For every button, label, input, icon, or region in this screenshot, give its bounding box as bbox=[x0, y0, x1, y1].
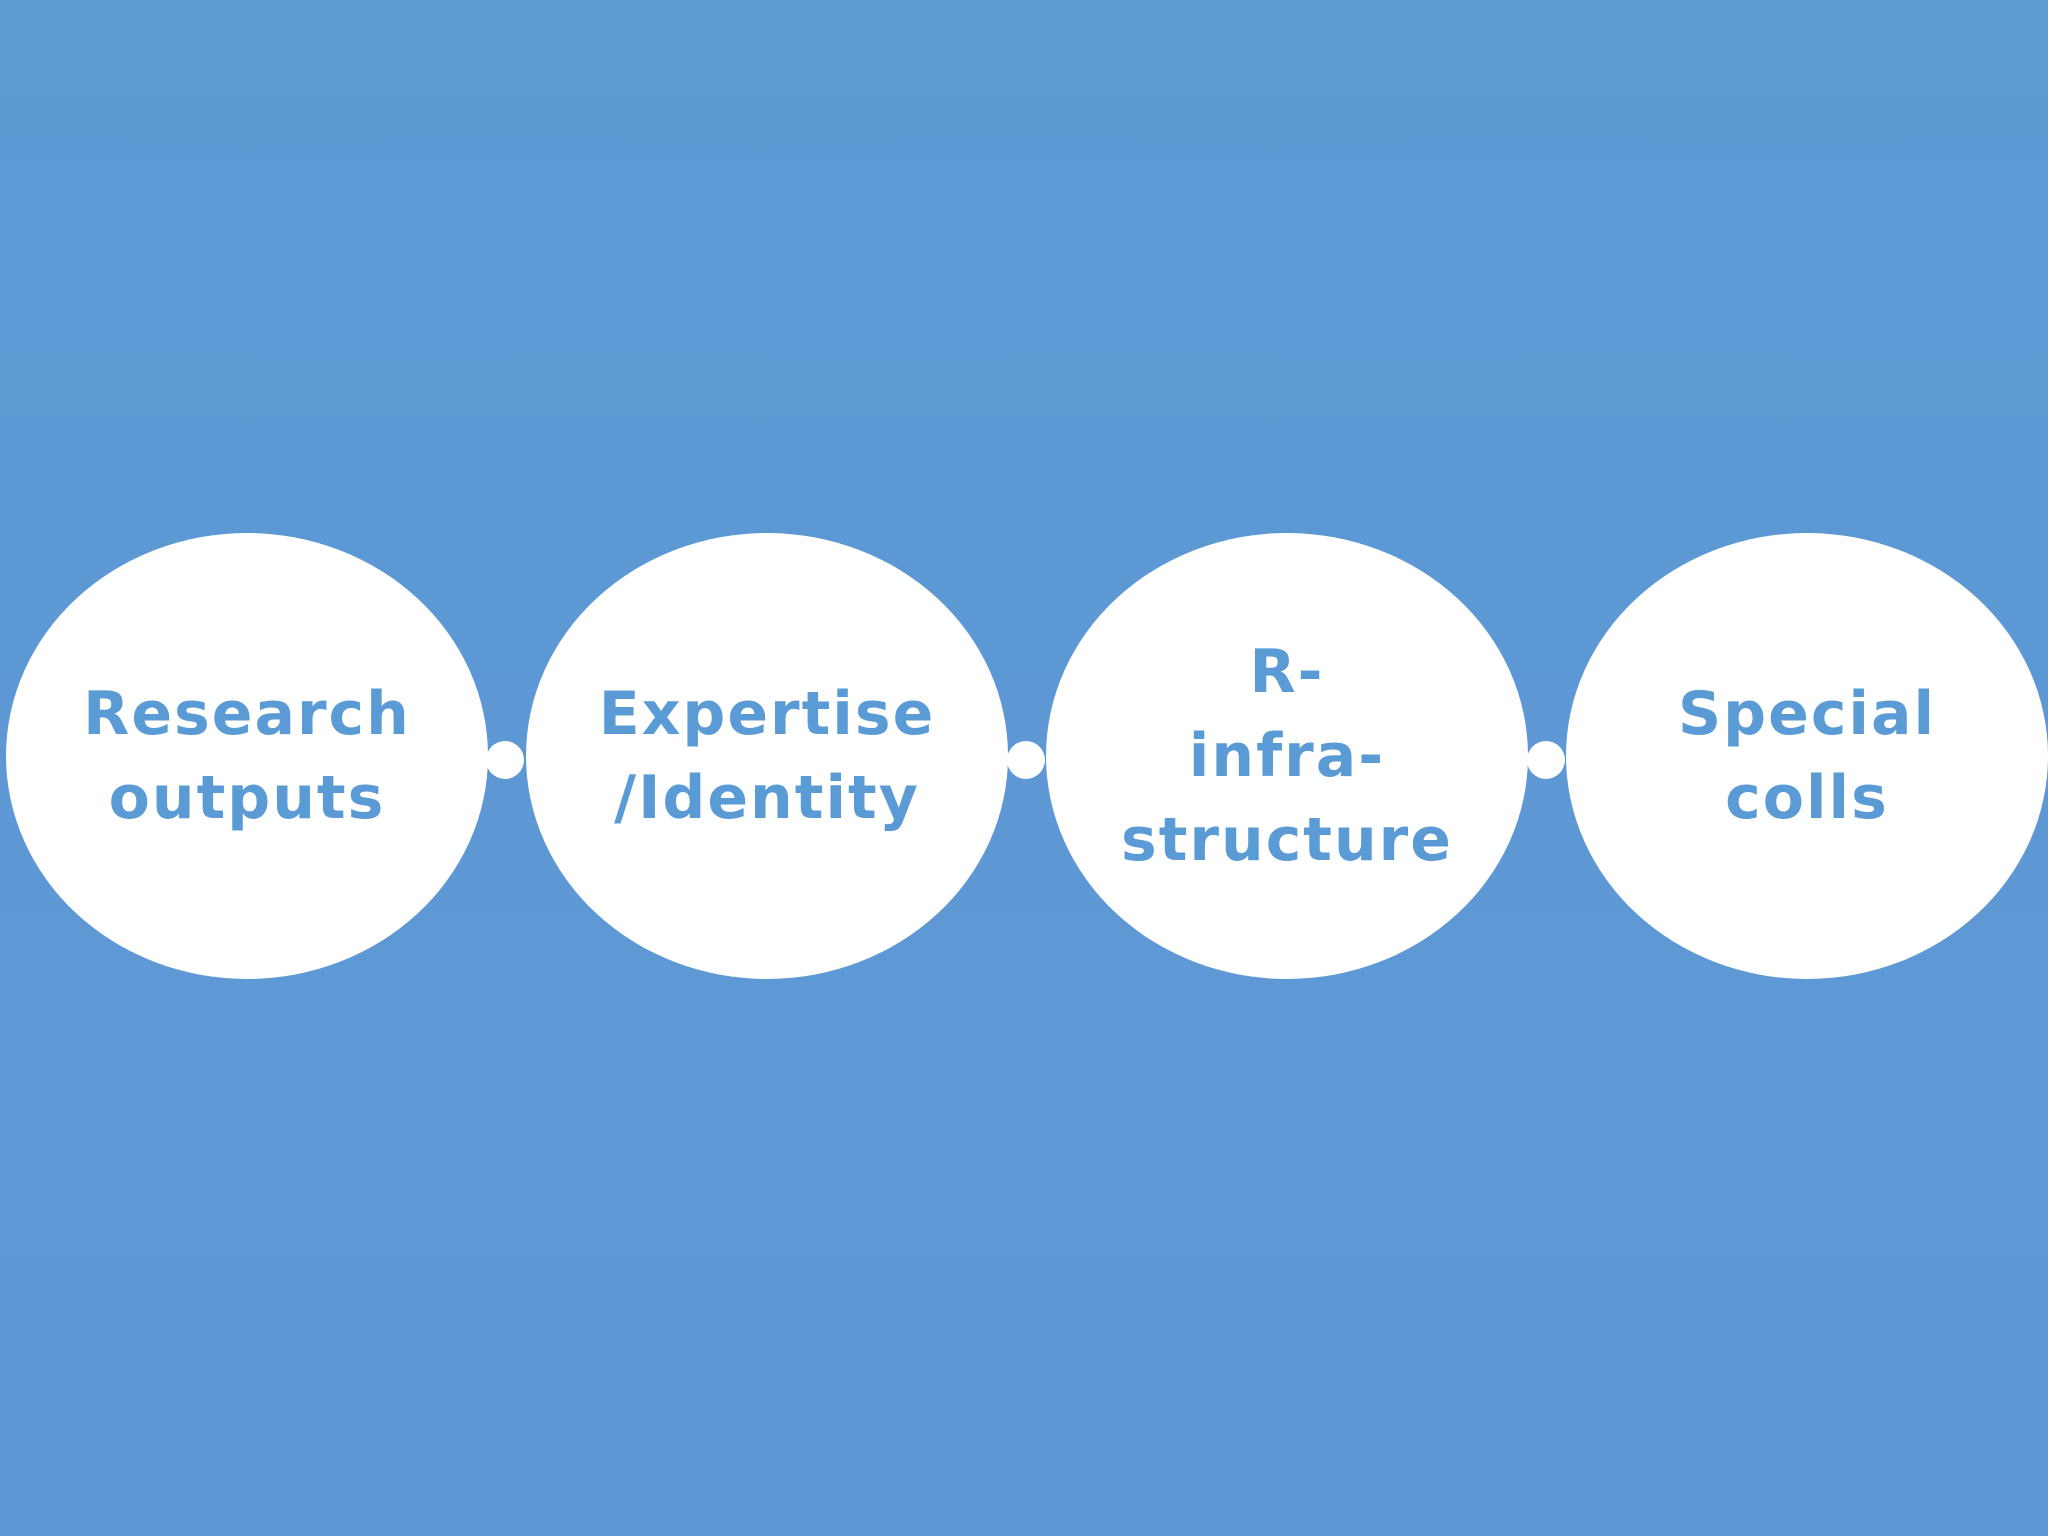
connector-dot bbox=[486, 741, 524, 779]
connector-dot bbox=[1007, 741, 1045, 779]
node-r-infrastructure: R- infra- structure bbox=[1046, 533, 1528, 979]
node-label: R- infra- structure bbox=[1121, 637, 1453, 875]
node-label: Special colls bbox=[1677, 679, 1937, 833]
node-label: Expertise /Identity bbox=[598, 679, 936, 833]
node-label: Research outputs bbox=[83, 679, 411, 833]
node-special-colls: Special colls bbox=[1566, 533, 2048, 979]
node-research-outputs: Research outputs bbox=[6, 533, 488, 979]
connector-dot bbox=[1527, 741, 1565, 779]
node-expertise-identity: Expertise /Identity bbox=[526, 533, 1008, 979]
